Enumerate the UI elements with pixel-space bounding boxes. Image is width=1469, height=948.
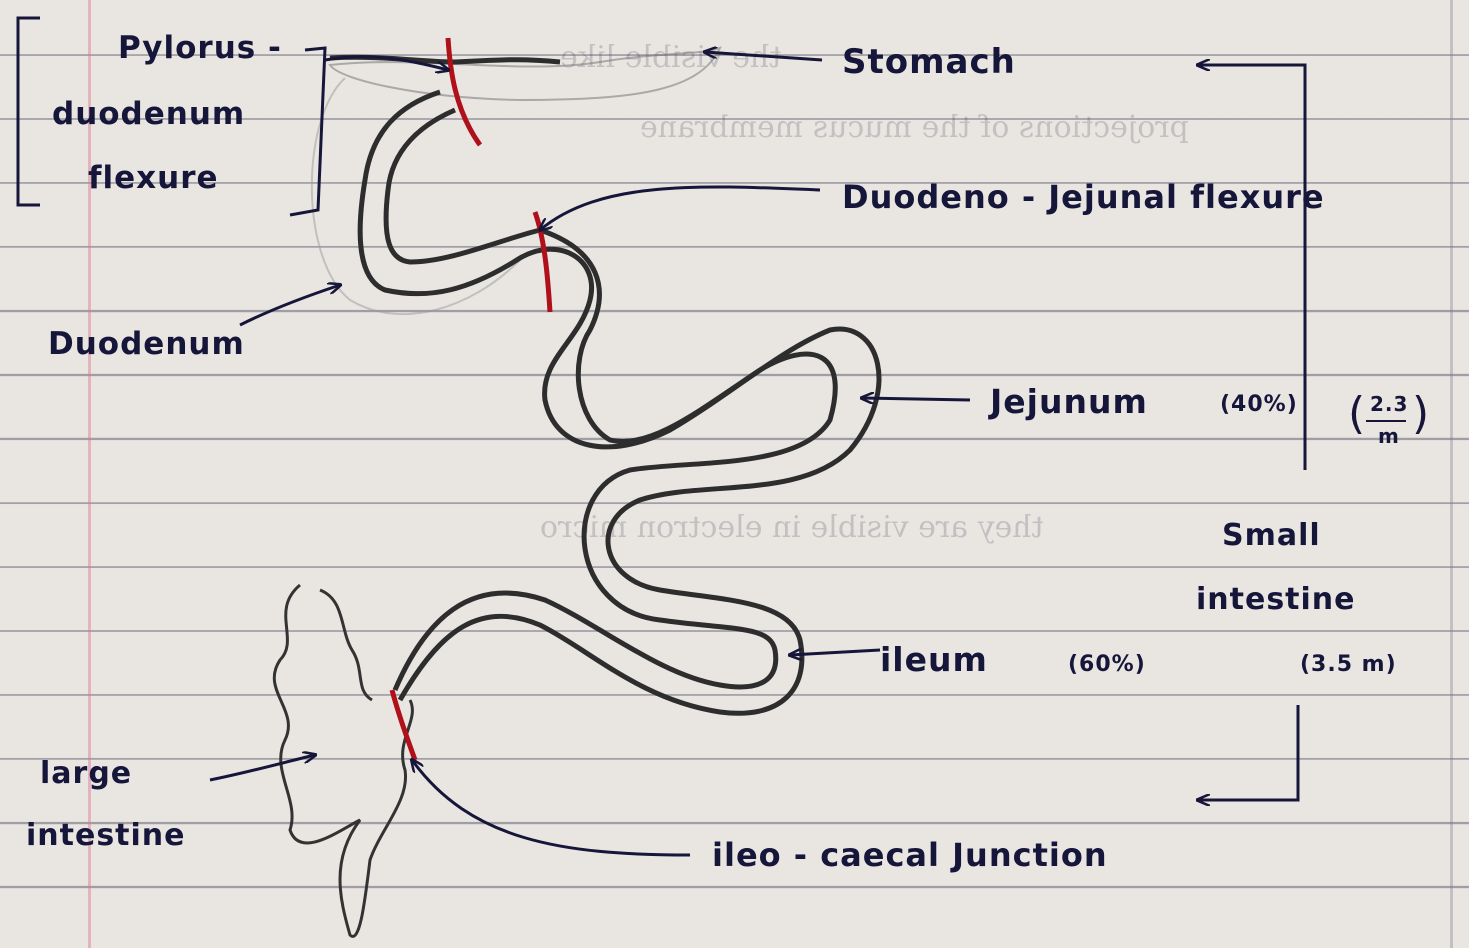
label-duodeno-jejunal-flexure: Duodeno - Jejunal flexure	[842, 178, 1325, 216]
stomach-outline	[330, 48, 720, 100]
jejunum-paren-open: (	[1348, 388, 1366, 439]
ileocaecal-arrow	[412, 760, 690, 855]
label-pylorus-line1: Pylorus -	[118, 30, 282, 66]
pylorus-marker	[448, 38, 480, 145]
intestine-outer-wall	[330, 57, 879, 713]
jejunum-fraction-bar	[1366, 420, 1406, 422]
jejunum-arrow	[862, 398, 970, 400]
label-jejunum: Jejunum	[990, 382, 1148, 421]
left-bracket	[18, 18, 40, 205]
label-pylorus-line3: flexure	[88, 160, 219, 196]
dj-arrow	[540, 187, 820, 230]
small-intestine-bracket-lower	[1198, 705, 1298, 800]
label-stomach: Stomach	[842, 42, 1016, 82]
label-ileum: ileum	[880, 640, 988, 679]
label-jejunum-length-unit: m	[1378, 424, 1400, 448]
jejunum-paren-close: )	[1412, 388, 1430, 439]
large-intestine-arrow	[210, 755, 315, 780]
label-ileum-percent: (60%)	[1068, 652, 1146, 677]
label-small-intestine-length: (3.5 m)	[1300, 652, 1397, 677]
label-jejunum-percent: (40%)	[1220, 392, 1298, 417]
duodenum-arrow	[240, 285, 340, 325]
label-duodenum: Duodenum	[48, 326, 245, 362]
stomach-arrow	[705, 52, 822, 60]
duodenum-guide	[312, 78, 520, 314]
label-large-intestine-2: intestine	[26, 818, 186, 853]
label-small-intestine-1: Small	[1222, 518, 1321, 553]
right-bracket	[290, 48, 325, 215]
label-large-intestine-1: large	[40, 756, 132, 791]
label-jejunum-length-num: 2.3	[1370, 392, 1408, 416]
label-small-intestine-2: intestine	[1196, 582, 1356, 617]
label-ileo-caecal-junction: ileo - caecal Junction	[712, 836, 1108, 874]
label-pylorus-line2: duodenum	[52, 96, 245, 132]
